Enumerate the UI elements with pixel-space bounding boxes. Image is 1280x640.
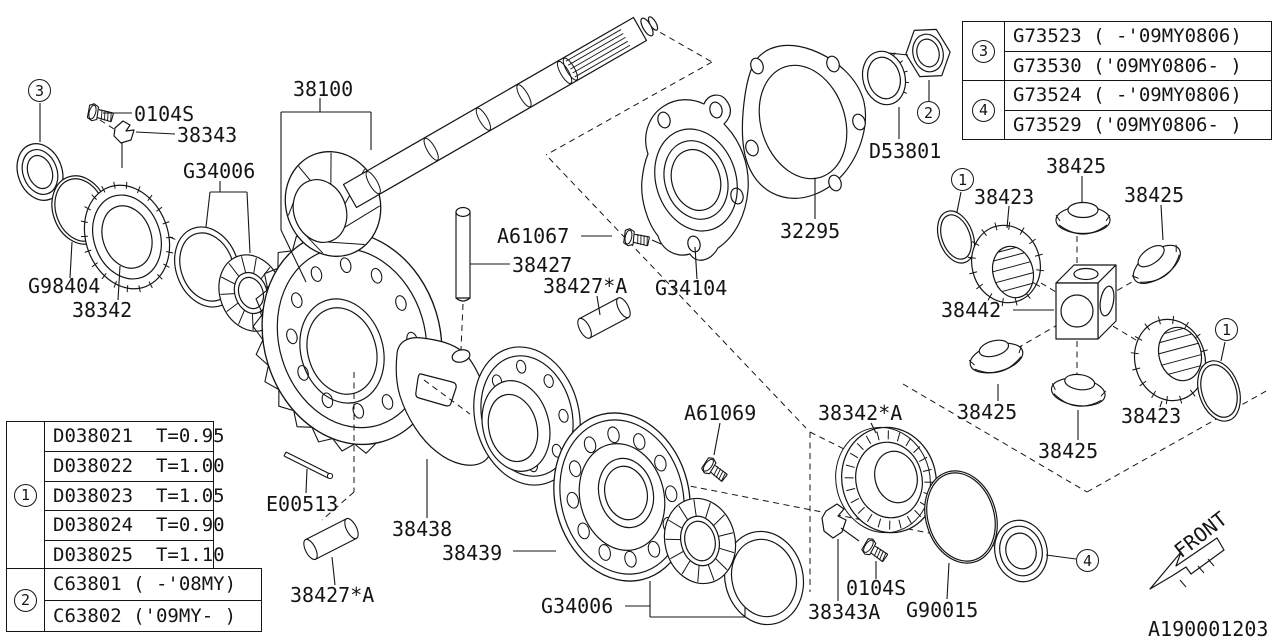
part-label-38423: 38423: [974, 185, 1035, 209]
part-label-38427A: 38427*A: [543, 274, 628, 298]
part-label-A61067: A61067: [497, 224, 570, 248]
part-label-E00513: E00513: [266, 492, 339, 516]
drawing-number: A190001203: [1148, 617, 1269, 640]
part-label-0104S: 0104S: [846, 576, 907, 600]
table-callout-2: 2: [14, 588, 37, 612]
part-label-38100: 38100: [293, 77, 354, 101]
part-label-38425: 38425: [1038, 439, 1099, 463]
part-label-38423: 38423: [1121, 404, 1182, 428]
parts-table-row-D038022: D038022 T=1.00: [45, 451, 225, 480]
variant-table: 3 G73523 ( -'09MY0806) G73530 ('09MY0806- …: [962, 21, 1272, 141]
part-label-G90015: G90015: [906, 598, 979, 622]
part-label-32295: 32295: [780, 219, 841, 243]
parts-table-row-G73524: G73524 ( -'09MY0806): [1013, 83, 1242, 106]
part-label-0104S: 0104S: [134, 102, 195, 126]
part-label-G34006: G34006: [541, 594, 614, 618]
table-callout-3: 3: [972, 39, 995, 63]
callout-circle-2: 2: [917, 101, 940, 124]
callout-circle-1: 1: [1215, 318, 1238, 341]
part-label-38425: 38425: [1124, 183, 1185, 207]
parts-table-row-G73529: G73529 ('09MY0806- ): [1005, 110, 1271, 139]
part-label-G98404: G98404: [28, 274, 101, 298]
parts-table-row-D038023: D038023 T=1.05: [45, 480, 225, 510]
table-callout-1: 1: [14, 483, 37, 507]
part-label-38425: 38425: [1046, 154, 1107, 178]
parts-table-row-C63802: C63802 ('09MY- ): [45, 600, 261, 631]
part-label-38439: 38439: [442, 541, 503, 565]
part-label-A61069: A61069: [684, 401, 757, 425]
part-label-38442: 38442: [941, 298, 1002, 322]
parts-table-row-G73530: G73530 ('09MY0806- ): [1005, 51, 1271, 80]
parts-table-row-D038021: D038021 T=0.95: [53, 425, 225, 447]
part-label-G34104: G34104: [655, 276, 728, 300]
part-label-D53801: D53801: [869, 139, 942, 163]
part-label-38427A: 38427*A: [290, 583, 375, 607]
part-label-38438: 38438: [392, 517, 453, 541]
part-label-38425: 38425: [957, 400, 1018, 424]
part-label-38343A: 38343A: [808, 600, 881, 624]
callout-circle-3: 3: [28, 79, 51, 102]
part-label-G34006: G34006: [183, 159, 256, 183]
callout-circle-4: 4: [1076, 549, 1099, 572]
parts-table-row-C63801: C63801 ( -'08MY): [53, 573, 237, 596]
part-label-38427: 38427: [512, 253, 573, 277]
parts-table-row-D038024: D038024 T=0.90: [45, 510, 225, 539]
parts-table-row-G73523: G73523 ( -'09MY0806): [1013, 25, 1242, 47]
callout-circle-1: 1: [951, 168, 974, 191]
part-label-38342A: 38342*A: [818, 401, 903, 425]
part-label-38342: 38342: [72, 298, 133, 322]
table-callout-4: 4: [972, 98, 995, 122]
parts-table-row-D038025: D038025 T=1.10: [45, 539, 225, 569]
part-label-38343: 38343: [177, 123, 238, 147]
